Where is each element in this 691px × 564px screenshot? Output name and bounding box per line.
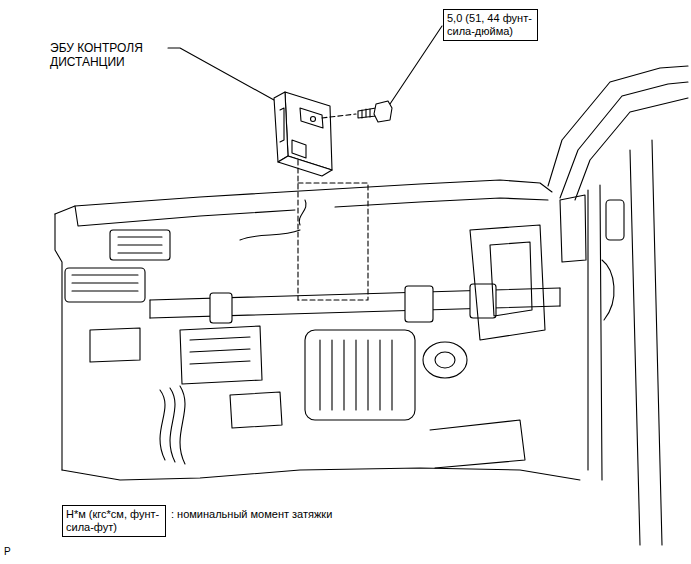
dashboard-frame [55, 180, 580, 480]
bolt [358, 101, 392, 122]
body-pillar [548, 66, 688, 545]
leader-line [390, 26, 442, 104]
box-text: 5,0 (51, 44 фунт-сила-дюйма) [447, 12, 534, 38]
legend-note: : номинальный момент затяжки [171, 508, 332, 521]
install-direction [298, 114, 368, 300]
box-text: Н*м (кгс*см, фунт-сила-фут) [66, 508, 162, 534]
leader-line [168, 48, 274, 100]
legend-box: Н*м (кгс*см, фунт-сила-фут) [62, 505, 166, 537]
torque-box: 5,0 (51, 44 фунт-сила-дюйма) [443, 9, 538, 41]
ecu-unit [274, 92, 332, 176]
page-marker: P [4, 546, 11, 558]
part-name: ЭБУ КОНТРОЛЯ ДИСТАНЦИИ [50, 41, 170, 69]
